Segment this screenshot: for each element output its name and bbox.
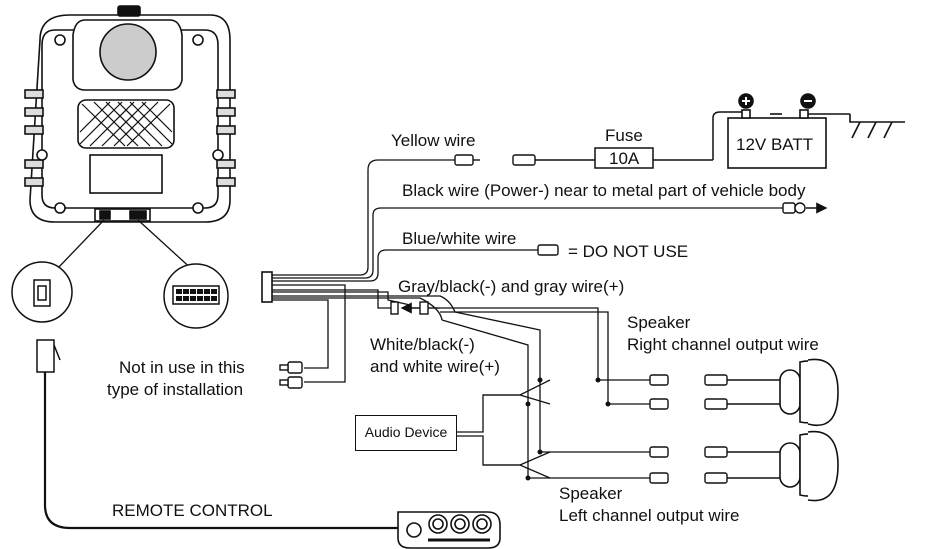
- blue-white-connector: [537, 244, 559, 256]
- not-in-use-label-2: type of installation: [107, 380, 244, 399]
- speaker-connectors: [649, 374, 780, 484]
- black-wire-ring-terminal: [782, 202, 828, 214]
- remote-control-label: REMOTE CONTROL: [112, 501, 273, 520]
- fuse-label: Fuse: [605, 126, 643, 145]
- speaker-right-subtitle: Right channel output wire: [627, 335, 819, 354]
- battery-negative-icon: [800, 93, 816, 109]
- gray-wire-connectors: [390, 301, 440, 315]
- harness-wires: [272, 159, 783, 383]
- white-wires-label-2: and white wire(+): [370, 357, 500, 376]
- harness-port-callout: [163, 263, 229, 329]
- yellow-wire-label: Yellow wire: [391, 131, 476, 150]
- left-fins: [24, 89, 44, 187]
- not-in-use-label-1: Not in use in this: [119, 358, 245, 377]
- remote-port-callout: [11, 261, 73, 323]
- yellow-wire-connectors: [454, 154, 595, 166]
- rj-plug: [36, 339, 61, 373]
- battery-positive-icon: [738, 93, 754, 109]
- white-wires-label-1: White/black(-): [370, 335, 475, 354]
- main-unit: [24, 5, 236, 223]
- grille-pattern: [79, 101, 173, 147]
- audio-device-box: Audio Device: [355, 415, 457, 451]
- blue-white-wire-label: Blue/white wire: [402, 229, 517, 248]
- right-speaker: [779, 358, 839, 427]
- battery: [727, 109, 850, 169]
- speaker-left-subtitle: Left channel output wire: [559, 506, 740, 525]
- speaker-right-title: Speaker: [627, 313, 691, 332]
- battery-label: 12V BATT: [736, 135, 814, 154]
- fuse-holder: [594, 111, 745, 169]
- speaker-wiring: [440, 307, 650, 479]
- remote-cable: [43, 372, 400, 530]
- fuse-value: 10A: [609, 149, 640, 168]
- right-fins: [216, 89, 236, 187]
- harness-connector: [261, 271, 273, 303]
- black-wire-label: Black wire (Power-) near to metal part o…: [402, 181, 806, 200]
- do-not-use-label: = DO NOT USE: [568, 242, 689, 261]
- unused-rca-plugs: [279, 361, 303, 389]
- left-speaker: [779, 430, 839, 502]
- gray-wires-label: Gray/black(-) and gray wire(+): [398, 277, 625, 296]
- speaker-left-title: Speaker: [559, 484, 623, 503]
- ground-symbol-icon: [849, 114, 905, 139]
- remote-control-unit: [397, 511, 501, 549]
- junction-dots: [525, 377, 611, 481]
